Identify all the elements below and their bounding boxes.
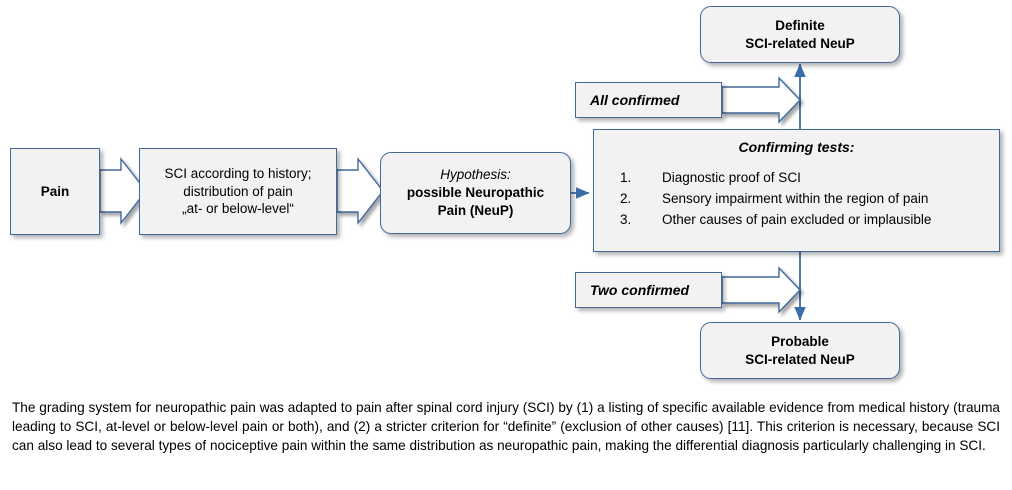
node-sci-history-line-1: SCI according to history; (164, 165, 312, 181)
list-item: 1. Diagnostic proof of SCI (620, 168, 999, 189)
confirming-tests-title: Confirming tests: (738, 139, 855, 155)
node-probable-neup[interactable]: Probable SCI-related NeuP (700, 322, 900, 379)
list-item-number: 1. (620, 170, 632, 185)
list-item: 2. Sensory impairment within the region … (620, 189, 999, 210)
list-item-text: Diagnostic proof of SCI (662, 170, 801, 185)
list-item-number: 2. (620, 190, 632, 206)
list-item-text: Other causes of pain excluded or implaus… (662, 211, 932, 227)
node-hypothesis-line-2: Pain (NeuP) (437, 202, 514, 218)
node-probable-line-1: Probable (771, 333, 829, 349)
node-hypothesis[interactable]: Hypothesis: possible Neuropathic Pain (N… (380, 152, 571, 234)
node-definite-line-2: SCI-related NeuP (745, 35, 855, 51)
label-all-confirmed-text: All confirmed (590, 92, 680, 108)
node-pain[interactable]: Pain (10, 148, 100, 235)
label-two-confirmed[interactable]: Two confirmed (575, 272, 722, 308)
node-definite-neup[interactable]: Definite SCI-related NeuP (700, 6, 900, 63)
node-sci-history-line-2: distribution of pain (183, 183, 293, 199)
node-sci-history[interactable]: SCI according to history; distribution o… (139, 148, 337, 235)
confirming-tests-list: 1. Diagnostic proof of SCI 2. Sensory im… (594, 168, 999, 231)
figure-caption: The grading system for neuropathic pain … (12, 400, 1000, 454)
block-arrow-history-to-hypothesis (336, 156, 384, 226)
node-hypothesis-line-1: possible Neuropathic (406, 185, 545, 201)
node-definite-line-1: Definite (775, 17, 825, 33)
node-pain-label: Pain (40, 183, 70, 199)
list-item-text: Sensory impairment within the region of … (662, 190, 929, 206)
label-all-confirmed[interactable]: All confirmed (575, 82, 722, 118)
block-arrow-two-confirmed (721, 266, 801, 314)
block-arrow-all-confirmed (721, 76, 801, 124)
node-hypothesis-title: Hypothesis: (440, 167, 511, 183)
node-confirming-tests[interactable]: Confirming tests: 1. Diagnostic proof of… (593, 129, 1000, 252)
node-sci-history-line-3: „at- or below-level“ (182, 201, 294, 217)
node-probable-line-2: SCI-related NeuP (745, 351, 855, 367)
list-item: 3. Other causes of pain excluded or impl… (620, 210, 999, 231)
list-item-number: 3. (620, 211, 632, 227)
label-two-confirmed-text: Two confirmed (590, 282, 690, 298)
